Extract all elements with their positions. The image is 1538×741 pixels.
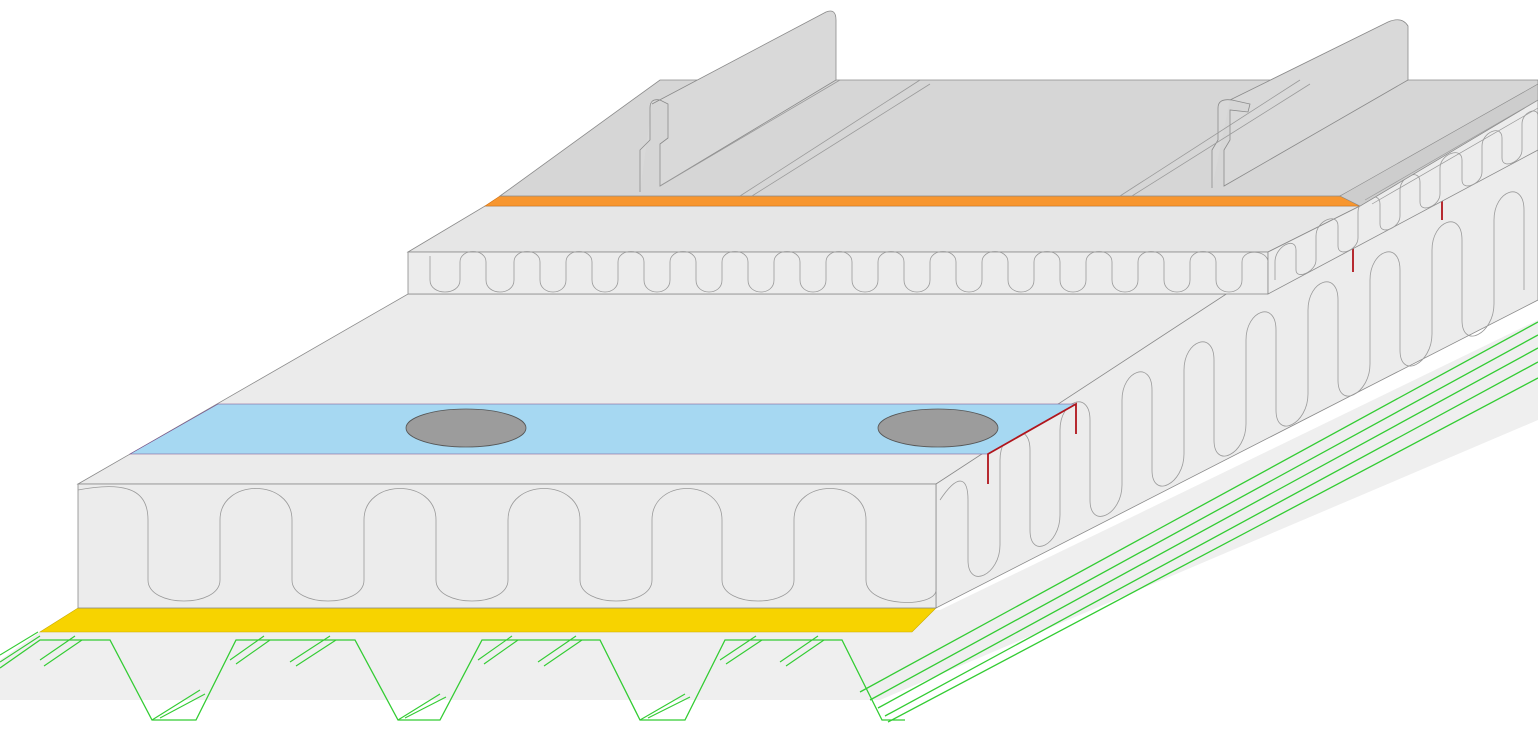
upper-insulation [406,99,1538,295]
metal-sheet-right-edge [1339,83,1538,207]
metal-sheet-fold-lines [659,79,1311,197]
fastening-disc-right [877,408,999,448]
upper-insulation-side [1267,99,1538,295]
metal-seam-right [1211,19,1409,188]
standing-seam-metal-sheet [498,10,1538,207]
upper-insulation-fibre [429,251,1269,293]
lower-insulation-fibre-side [939,191,1525,577]
deck-rib-perspective [0,631,825,721]
fastener-bracket-lower [987,402,1077,484]
lower-insulation-fibre-front [77,486,937,603]
deck-rib-lines [859,321,1538,723]
upper-insulation-top [406,205,1361,253]
fastening-disc-left [405,408,527,448]
deck-front-profile [0,639,905,721]
metal-sheet-right-fibre [1364,99,1538,205]
vapor-barrier [38,607,937,633]
metal-seam-left [639,10,837,192]
lower-insulation-front [77,483,937,609]
